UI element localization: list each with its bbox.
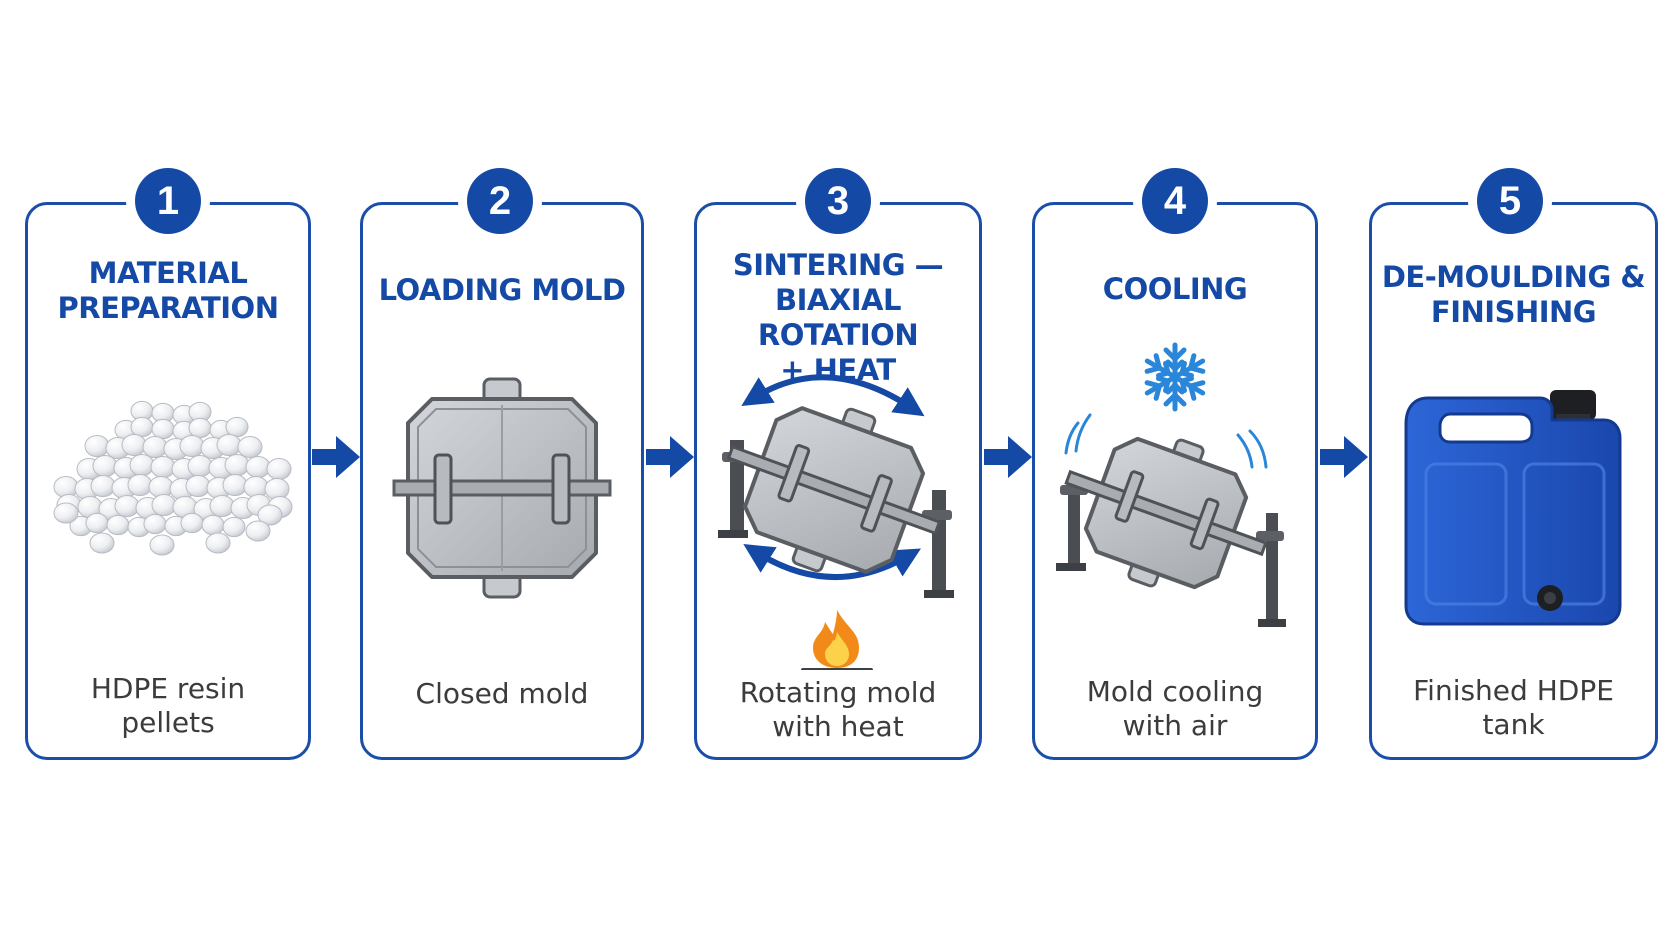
pellet [114, 494, 140, 518]
pellet [151, 418, 175, 440]
pellet [129, 453, 155, 477]
pellet [142, 435, 168, 459]
flow-arrow-4 [1320, 436, 1368, 478]
pellet [245, 520, 271, 542]
pellet [151, 493, 177, 517]
pellet [53, 502, 79, 524]
pellet [92, 454, 118, 478]
rotation-arrow-bottom [743, 543, 921, 580]
pellet [237, 435, 263, 459]
flow-arrow-1 [312, 436, 360, 478]
hdpe-tank-icon [1404, 390, 1622, 626]
flow-arrow-3 [984, 436, 1032, 478]
flow-arrow-2 [646, 436, 694, 478]
pellet [180, 512, 204, 534]
rotation-arrow-top [741, 374, 925, 417]
pellet [266, 457, 292, 481]
step-number-badge-3: 3 [805, 168, 871, 234]
pellet [130, 416, 154, 438]
pellet [245, 455, 271, 479]
step-title-2: LOADING MOLD [378, 273, 626, 307]
resin-pellets-icon [53, 400, 293, 556]
pellet [225, 416, 249, 438]
rotating-mold-heat-icon [718, 374, 954, 670]
pellet [188, 417, 212, 439]
step-number-badge-1: 1 [135, 168, 201, 234]
pellet [149, 534, 175, 556]
pellet [209, 494, 235, 518]
step-title-1: MATERIAL PREPARATION [57, 256, 279, 325]
step-title-4: COOLING [1102, 272, 1248, 306]
pellet [205, 532, 231, 554]
closed-mold-icon [392, 377, 612, 599]
pellet [143, 513, 167, 535]
step-caption-2: Closed mold [415, 677, 589, 710]
step-title-5: DE-MOULDING & FINISHING [1381, 260, 1646, 329]
pellet [179, 434, 205, 458]
step-number-badge-2: 2 [467, 168, 533, 234]
step-caption-3: Rotating mold with heat [739, 676, 937, 743]
pellet [187, 454, 213, 478]
step-caption-1: HDPE resin pellets [90, 672, 246, 739]
pellet [89, 532, 115, 554]
snowflake-icon [1143, 342, 1207, 409]
air-flow-icon [1064, 413, 1268, 469]
pellet [216, 433, 242, 457]
pellet [224, 453, 250, 477]
pellet [201, 514, 225, 536]
flame-icon [801, 610, 873, 670]
pellet [222, 473, 248, 497]
pellet [127, 473, 153, 497]
step-caption-5: Finished HDPE tank [1413, 674, 1614, 741]
pellet [222, 516, 246, 538]
pellet [90, 474, 116, 498]
pellet [106, 514, 130, 536]
step-caption-4: Mold cooling with air [1086, 675, 1264, 742]
mold-cooling-icon [1056, 342, 1286, 627]
pellet [84, 434, 110, 458]
pellet [85, 512, 109, 534]
pellet [121, 433, 147, 457]
pellet [257, 504, 283, 526]
step-number-badge-5: 5 [1477, 168, 1543, 234]
pellet [150, 455, 176, 479]
step-number-badge-4: 4 [1142, 168, 1208, 234]
pellet [185, 474, 211, 498]
